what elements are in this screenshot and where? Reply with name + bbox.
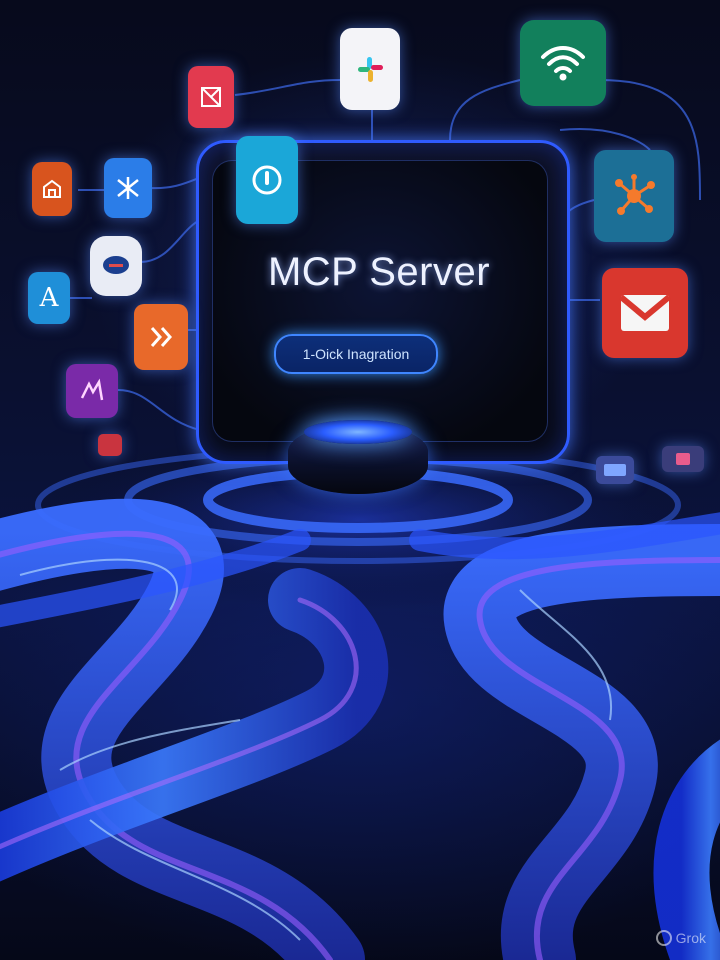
server-monitor-screen xyxy=(212,160,548,442)
server-title: MCP Server xyxy=(267,250,491,294)
wifi-app-icon xyxy=(520,20,606,106)
pedestal-glow xyxy=(304,420,412,444)
grok-logo-icon xyxy=(655,930,672,946)
small-red-app-icon xyxy=(98,434,122,456)
integration-badge: 1-Oick Inagration xyxy=(274,334,438,374)
small-tablet-app-icon xyxy=(596,456,634,484)
small-pink-app-icon xyxy=(662,446,704,472)
creative-app-icon xyxy=(66,364,118,418)
light-streaks xyxy=(19,558,613,941)
watermark: Grok xyxy=(655,930,706,946)
watermark-text: Grok xyxy=(675,930,706,946)
flowing-cables xyxy=(0,498,720,960)
network-app-icon xyxy=(104,158,152,218)
hub-app-icon xyxy=(594,150,674,242)
font-app-icon: A xyxy=(28,272,70,324)
slack-app-icon xyxy=(340,28,400,110)
document-app-icon xyxy=(32,162,72,216)
calendar-app-icon xyxy=(188,66,234,128)
office-app-icon xyxy=(134,304,188,370)
connection-wires xyxy=(70,79,701,431)
chat-app-icon xyxy=(90,236,142,296)
toggle-app-icon xyxy=(236,136,298,224)
gmail-app-icon xyxy=(602,268,688,358)
